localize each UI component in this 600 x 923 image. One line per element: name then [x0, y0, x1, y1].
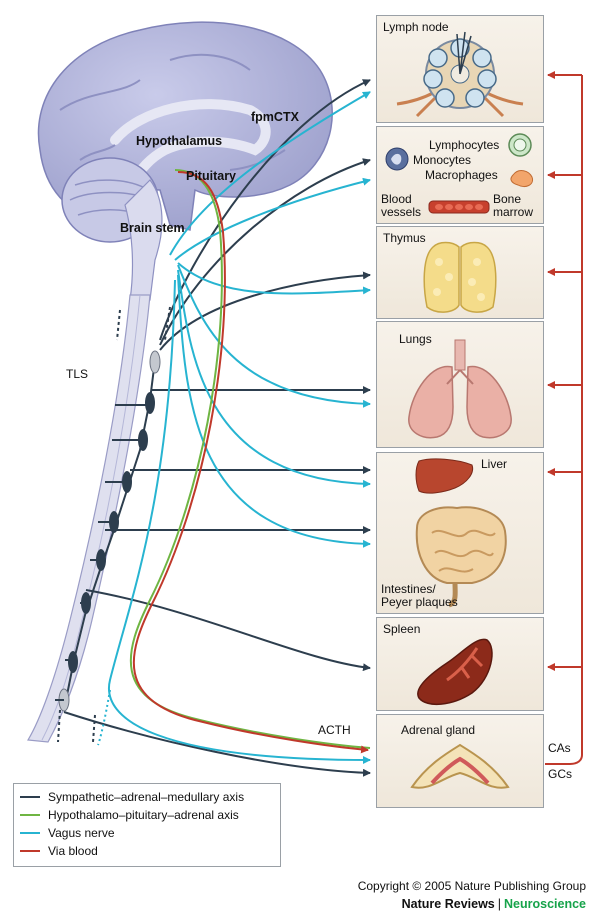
- lymph-node-title: Lymph node: [383, 20, 449, 34]
- macrophages-label: Macrophages: [425, 168, 498, 182]
- thymus-illustration: [423, 241, 497, 313]
- immune-cells-illustration: [385, 133, 534, 214]
- lungs-illustration: [408, 339, 512, 439]
- brain-stem-label: Brain stem: [120, 221, 185, 235]
- liver-label: Liver: [481, 457, 508, 471]
- thymus-panel: Thymus: [376, 226, 544, 319]
- journal-brand: Nature Reviews|Neuroscience: [402, 897, 586, 911]
- legend-label: Hypothalamo–pituitary–adrenal axis: [48, 808, 239, 822]
- fpmctx-label: fpmCTX: [251, 110, 299, 124]
- pituitary-label: Pituitary: [186, 169, 237, 183]
- legend-item-blood: Via blood: [20, 844, 98, 858]
- spleen-title: Spleen: [383, 622, 421, 636]
- legend-label: Via blood: [48, 844, 98, 858]
- acth-label: ACTH: [318, 723, 351, 737]
- monocytes-label: Monocytes: [413, 153, 472, 167]
- legend-label: Vagus nerve: [48, 826, 115, 840]
- gcs-label: GCs: [548, 767, 572, 781]
- lungs-title: Lungs: [399, 332, 432, 346]
- legend-swatch: [20, 832, 40, 834]
- intestines-label: Intestines/ Peyer plaques: [381, 582, 458, 609]
- brand-separator: |: [497, 897, 502, 911]
- brain-illustration: [37, 21, 333, 301]
- lymph-node-illustration: [396, 31, 524, 118]
- legend-label: Sympathetic–adrenal–medullary axis: [48, 790, 245, 804]
- bone-marrow-label: Bone marrow: [493, 192, 534, 219]
- liver-intestines-illustration: [415, 458, 507, 608]
- brand-nature-reviews: Nature Reviews: [401, 897, 495, 911]
- legend-item-sympathetic: Sympathetic–adrenal–medullary axis: [20, 790, 244, 804]
- legend-item-vagus: Vagus nerve: [20, 826, 115, 840]
- legend-swatch: [20, 850, 40, 852]
- legend: Sympathetic–adrenal–medullary axis Hypot…: [13, 783, 281, 867]
- vagus-paths: [97, 91, 371, 764]
- hypothalamus-label: Hypothalamus: [136, 134, 223, 148]
- cas-label: CAs: [548, 741, 571, 755]
- tls-label: TLS: [66, 367, 89, 381]
- legend-swatch: [20, 796, 40, 798]
- spleen-illustration: [417, 638, 493, 705]
- spinal-cord: [26, 294, 151, 743]
- lymph-node-panel: Lymph node: [376, 15, 544, 123]
- brand-neuroscience: Neuroscience: [504, 897, 586, 911]
- adrenal-panel: Adrenal gland: [376, 714, 544, 808]
- hpa-blood-path: [129, 169, 371, 754]
- liver-intestines-panel: Liver Intestines/ Peyer plaques: [376, 452, 544, 614]
- blood-vessels-label: Blood vessels: [381, 192, 422, 219]
- legend-item-hpa: Hypothalamo–pituitary–adrenal axis: [20, 808, 239, 822]
- legend-swatch: [20, 814, 40, 816]
- lymphocytes-label: Lymphocytes: [429, 138, 500, 152]
- copyright-text: Copyright © 2005 Nature Publishing Group: [357, 879, 586, 893]
- spleen-panel: Spleen: [376, 617, 544, 711]
- lungs-panel: Lungs: [376, 321, 544, 448]
- feedback-paths: [545, 71, 583, 765]
- adrenal-title: Adrenal gland: [401, 723, 476, 737]
- thymus-title: Thymus: [383, 231, 426, 245]
- immune-cells-panel: Lymphocytes Monocytes Macrophages Blood …: [376, 126, 544, 224]
- adrenal-illustration: [410, 743, 510, 789]
